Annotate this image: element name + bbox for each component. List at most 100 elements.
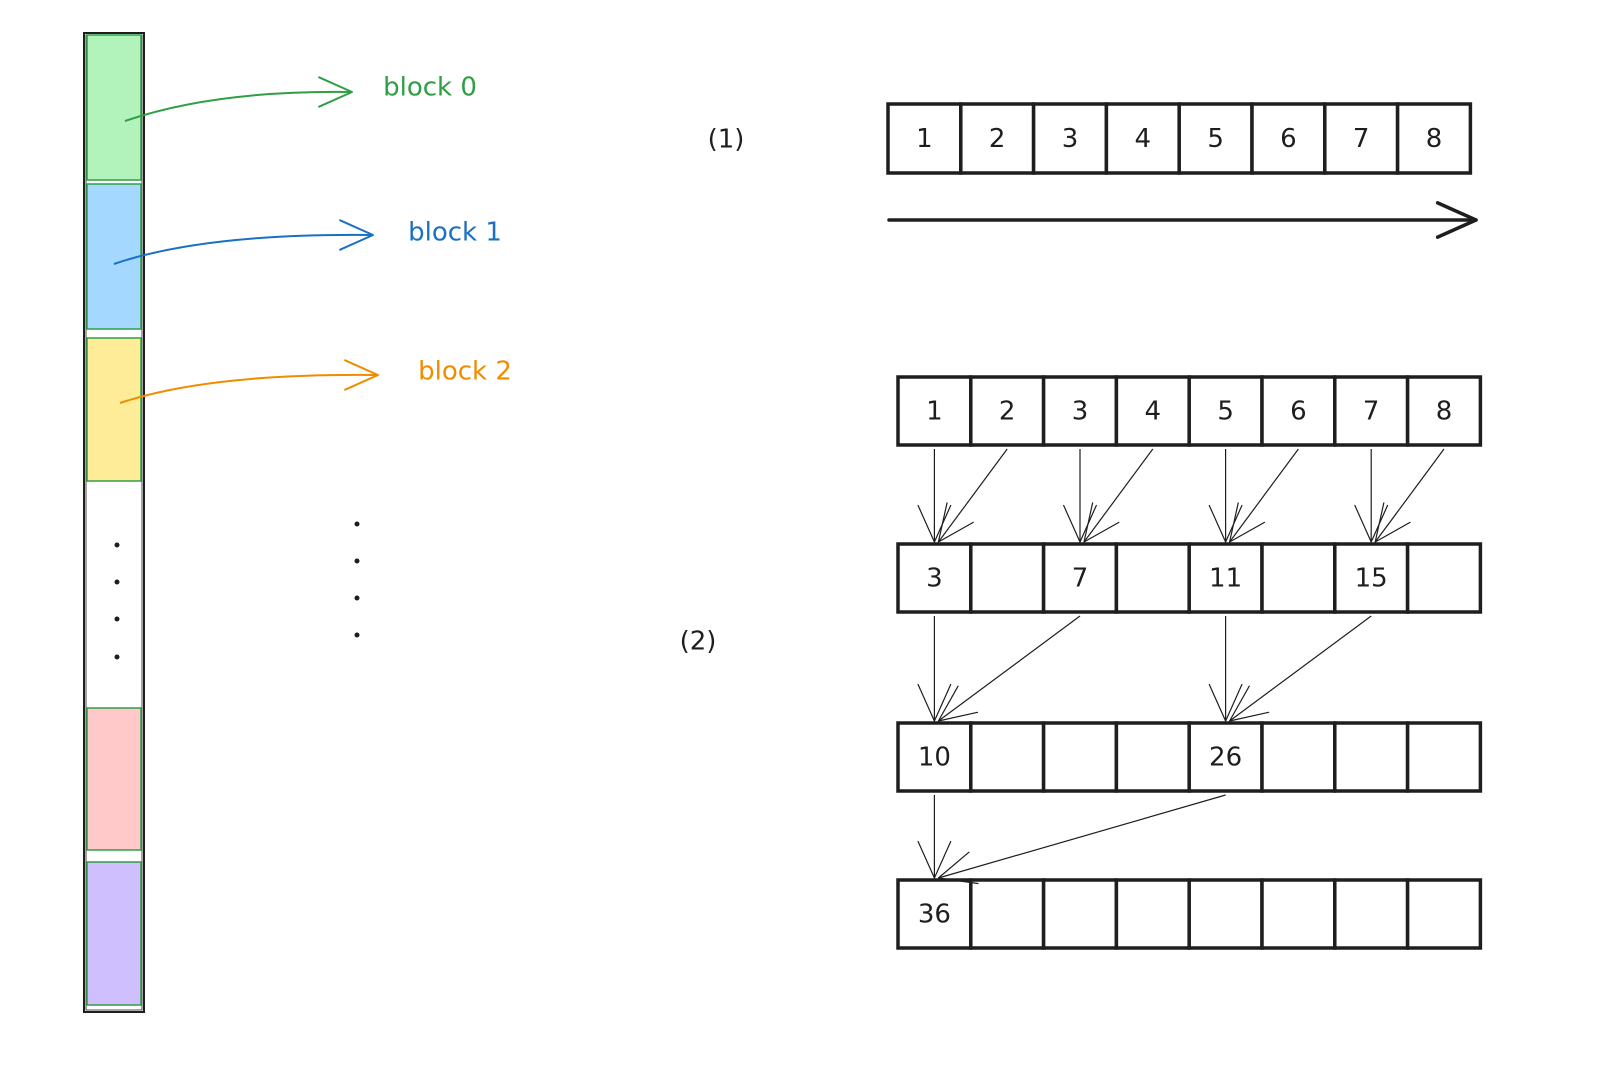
array-cell	[1031, 102, 1109, 175]
ellipsis-dot-icon	[114, 654, 120, 660]
reduction-arrowhead-icon	[1374, 502, 1411, 543]
reduction-row-1-cell	[1260, 542, 1337, 614]
reduction-arrowhead-icon	[937, 685, 979, 722]
memory-block-0	[86, 34, 142, 181]
reduction-arrowhead-icon	[1228, 502, 1266, 543]
reduction-cell-value: 3	[1072, 397, 1089, 427]
memory-block-2	[86, 337, 142, 482]
sequential-arrowhead-icon	[1435, 201, 1478, 239]
reduction-arrowhead-icon	[1228, 685, 1270, 722]
reduction-arrowhead-icon	[917, 504, 952, 543]
reduction-arrowhead-icon	[1083, 502, 1120, 543]
array-cell-value: 5	[1207, 124, 1224, 154]
ellipsis-dot-icon	[114, 616, 120, 622]
array-cell	[1250, 102, 1327, 175]
reduction-cell-value: 5	[1217, 397, 1234, 427]
block-0-pointer-arrow	[124, 90, 353, 122]
array-cell-value: 7	[1353, 124, 1370, 154]
reduction-cell-value: 3	[926, 564, 943, 594]
reduction-row-2-cell	[1405, 721, 1483, 793]
memory-column: block 0 block 1 block 2	[83, 32, 512, 1013]
ellipsis-dot-icon	[354, 595, 360, 601]
reduction-row-3-cell	[1187, 878, 1264, 950]
reduction-cell-value: 8	[1436, 397, 1453, 427]
reduction-cell-value: 1	[926, 397, 943, 427]
array-cell-value: 6	[1280, 124, 1297, 154]
array-cell	[886, 102, 963, 175]
reduction-arrowhead-icon	[1354, 504, 1389, 543]
reduction-edge-arrow	[1374, 448, 1445, 543]
reduction-cell-value: 4	[1145, 397, 1162, 427]
block-0-label: block 0	[383, 73, 477, 103]
reduction-row-1-cell	[1333, 542, 1410, 614]
memory-block-3	[86, 707, 142, 851]
reduction-edge-arrow	[937, 448, 1008, 543]
reduction-arrowhead-icon	[917, 840, 952, 879]
block-2-label: block 2	[418, 357, 512, 387]
reduction-cell-value: 36	[918, 900, 951, 930]
reduction-cell-value: 6	[1290, 397, 1307, 427]
reduction-arrowhead-icon	[1063, 504, 1097, 543]
reduction-arrowhead-icon	[937, 851, 979, 885]
reduction-cell-value: 11	[1209, 564, 1242, 594]
reduction-row-2-cell	[969, 721, 1046, 793]
reduction-row-2-cell	[1333, 721, 1410, 793]
ellipsis-dot-icon	[354, 558, 360, 564]
reduction-row-1-cell	[969, 542, 1046, 614]
ellipsis-dot-icon	[354, 521, 360, 527]
block-1-label: block 1	[408, 218, 502, 248]
block-0-arrowhead-icon	[318, 76, 353, 108]
array-cell-value: 2	[989, 124, 1006, 154]
reduction-row-2-cell	[1041, 721, 1119, 793]
reduction-row-0-cell	[969, 375, 1046, 447]
memory-block-1	[86, 183, 142, 330]
reduction-row-3-cell	[1333, 878, 1410, 950]
array-cell	[1177, 102, 1254, 175]
ellipsis-dot-icon	[114, 542, 120, 548]
reduction-arrowhead-icon	[937, 502, 974, 543]
reduction-row-0-cell	[1114, 375, 1191, 447]
reduction-arrowhead-icon	[1208, 683, 1243, 722]
reduction-row-0-cell	[1260, 375, 1337, 447]
array-cell-value: 3	[1062, 124, 1079, 154]
reduction-row-3-cell	[969, 878, 1046, 950]
reduction-cell-value: 7	[1072, 564, 1089, 594]
block-2-pointer-arrow	[119, 373, 379, 404]
reduction-row-0-cell	[1333, 375, 1410, 447]
reduction-row-0-cell	[1405, 375, 1483, 447]
reduction-row-2-cell	[1260, 721, 1337, 793]
reduction-row-3-cell	[1260, 878, 1337, 950]
reduction-row-0-cell	[896, 375, 973, 447]
reduction-edge-arrow	[1229, 448, 1299, 543]
reduction-edge-arrow	[938, 794, 1226, 879]
memory-block-4	[86, 861, 142, 1006]
section-2-label: (2)	[680, 627, 717, 657]
reduction-row-2-cell	[896, 721, 973, 793]
reduction-cell-value: 2	[999, 397, 1016, 427]
ellipsis-dot-icon	[354, 632, 360, 638]
reduction-row-1-cell	[1041, 542, 1119, 614]
reduction-row-3-cell	[1041, 878, 1119, 950]
block-2-arrowhead-icon	[344, 359, 379, 391]
array-cell	[1323, 102, 1400, 175]
reduction-row-0-cell	[1187, 375, 1264, 447]
reduction-cell-value: 26	[1209, 743, 1242, 773]
reduction-edge-arrow	[1083, 448, 1154, 543]
reduction-edge-arrow	[938, 615, 1081, 722]
reduction-row-1-cell	[1405, 542, 1483, 614]
reduction-cell-value: 10	[918, 743, 951, 773]
array-cell-value: 8	[1426, 124, 1443, 154]
reduction-row-1-cell	[1114, 542, 1191, 614]
ellipsis-dot-icon	[114, 579, 120, 585]
array-cell-value: 4	[1135, 124, 1152, 154]
reduction-arrowhead-icon	[917, 683, 952, 722]
reduction-arrowhead-icon	[1208, 504, 1243, 543]
section-1-label: (1)	[708, 125, 745, 155]
block-1-pointer-arrow	[113, 233, 374, 265]
array-cell	[1395, 102, 1473, 175]
reduction-row-2-cell	[1187, 721, 1264, 793]
reduction-cell-value: 15	[1355, 564, 1388, 594]
